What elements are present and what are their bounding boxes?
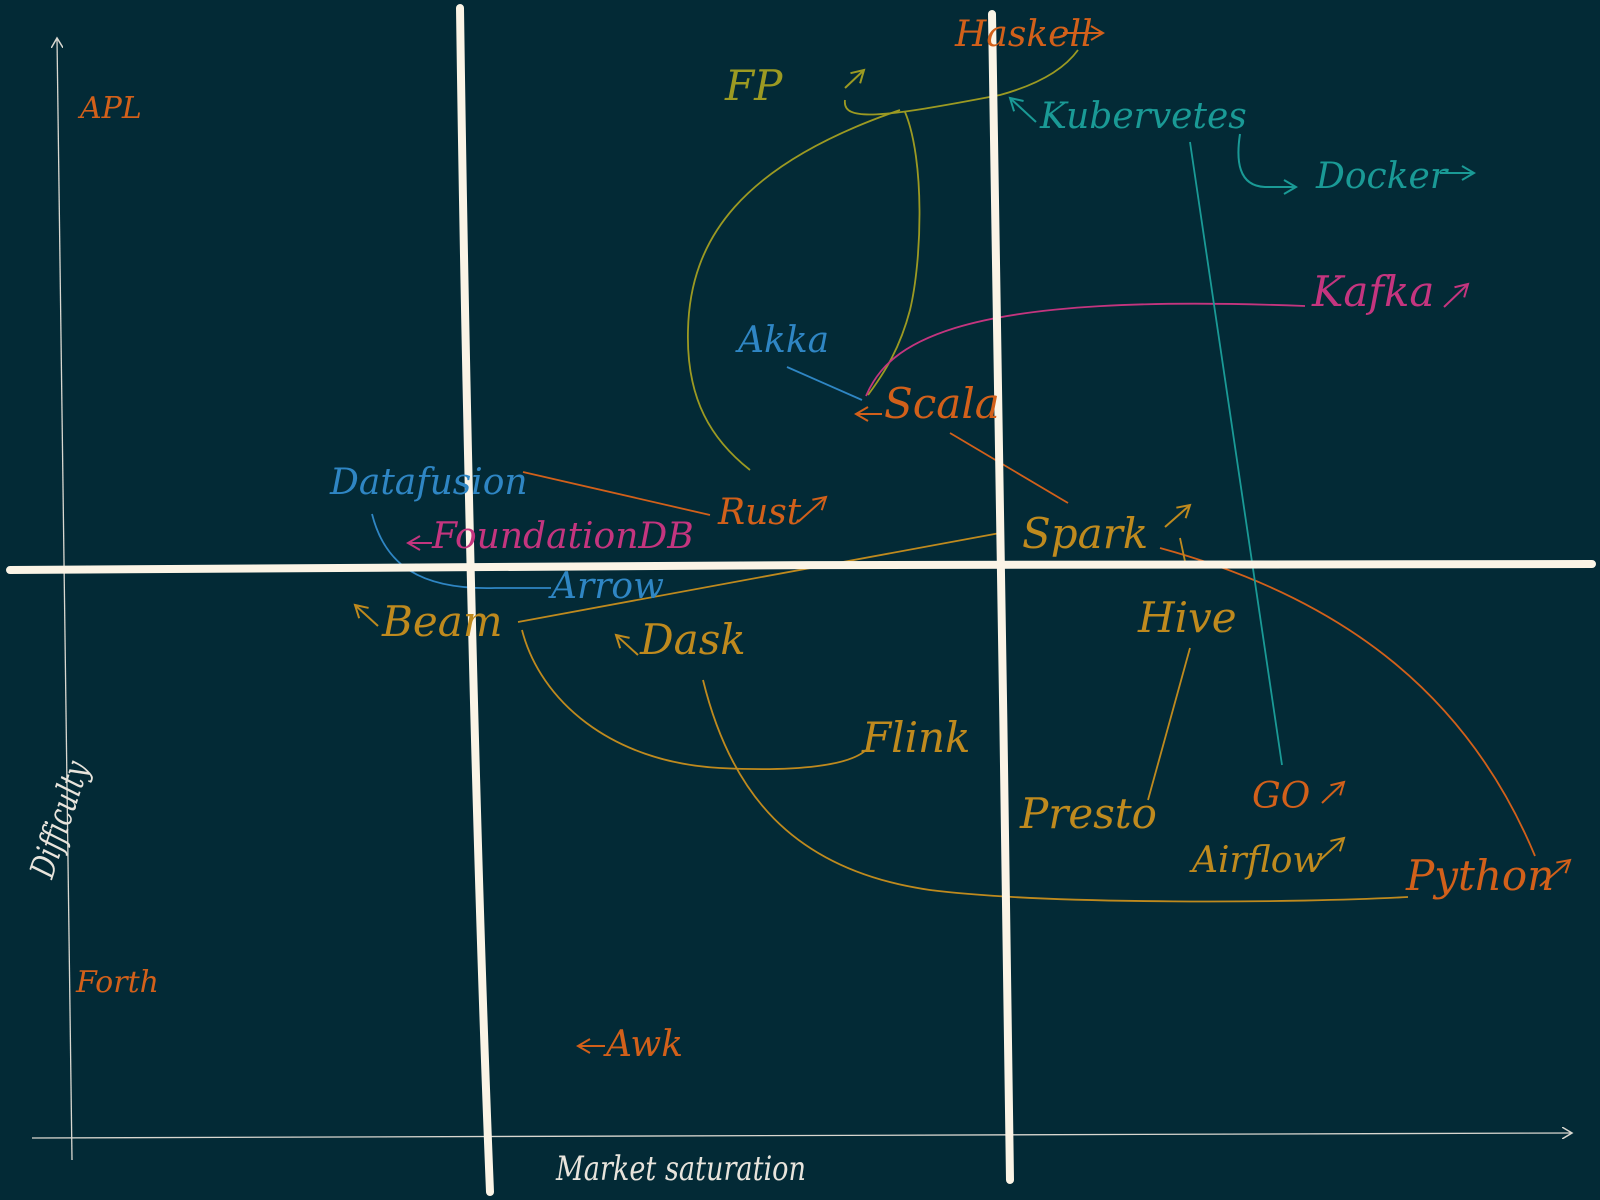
- python-arrow: [1539, 858, 1572, 887]
- airflow-arrow: [1319, 836, 1346, 861]
- label-awk: Awk: [603, 1024, 683, 1065]
- label-docker: Docker: [1315, 156, 1449, 197]
- fp-arrow: [844, 68, 866, 89]
- kubernetes-arrow: [1008, 96, 1037, 123]
- horizontal-divider: [6, 559, 1596, 574]
- datafusion-rust-connector: [522, 471, 711, 516]
- fp-haskell-connector: [844, 49, 1079, 116]
- scala-spark-connector: [949, 432, 1069, 504]
- label-kafka: Kafka: [1311, 267, 1434, 316]
- label-scala: Scala: [884, 379, 1000, 428]
- label-forth: Forth: [75, 965, 159, 1000]
- datafusion-arrow-curve: [371, 513, 551, 589]
- label-kubernetes: Kubervetes: [1039, 96, 1247, 137]
- fp-rust-curve: [687, 109, 901, 471]
- vertical-divider-left: [456, 4, 494, 1196]
- beam-arrow: [353, 603, 379, 627]
- kubernetes-go-connector: [1189, 141, 1283, 766]
- label-hive: Hive: [1137, 593, 1237, 642]
- beam-flink-curve: [521, 629, 867, 770]
- label-rust: Rust: [717, 492, 802, 533]
- fp-scala-curve: [867, 111, 921, 396]
- go-arrow: [1321, 780, 1346, 804]
- x-axis-line: [31, 1133, 1572, 1138]
- label-apl: APL: [77, 91, 142, 126]
- label-go: GO: [1252, 776, 1310, 817]
- kafka-arrow: [1443, 282, 1470, 308]
- label-dask: Dask: [639, 615, 746, 664]
- y-axis-line: [57, 38, 73, 1161]
- hive-presto-connector: [1147, 647, 1191, 801]
- akka-scala-connector: [786, 366, 863, 401]
- rust-arrow: [797, 495, 828, 523]
- vertical-divider-right: [988, 10, 1014, 1184]
- label-datafusion: Datafusion: [329, 462, 528, 503]
- label-fp: FP: [724, 61, 783, 110]
- label-foundationdb: FoundationDB: [431, 516, 694, 557]
- x-axis-title: Market saturation: [555, 1149, 806, 1189]
- spark-python-curve: [1159, 547, 1536, 857]
- spark-arrow: [1164, 503, 1192, 528]
- label-haskell: Haskell: [954, 14, 1092, 55]
- label-beam: Beam: [381, 597, 503, 646]
- label-presto: Presto: [1019, 789, 1157, 838]
- label-flink: Flink: [861, 713, 971, 762]
- label-akka: Akka: [735, 320, 829, 361]
- dask-python-curve: [702, 679, 1409, 903]
- y-axis-title: Difficulty: [22, 756, 98, 884]
- dask-arrow: [614, 633, 639, 656]
- label-arrow: Arrow: [548, 566, 664, 607]
- beam-spark-connector: [517, 532, 1001, 623]
- label-spark: Spark: [1022, 509, 1148, 558]
- label-python: Python: [1405, 851, 1554, 900]
- docker-arrow: [1237, 133, 1298, 195]
- label-airflow: Airflow: [1189, 840, 1323, 881]
